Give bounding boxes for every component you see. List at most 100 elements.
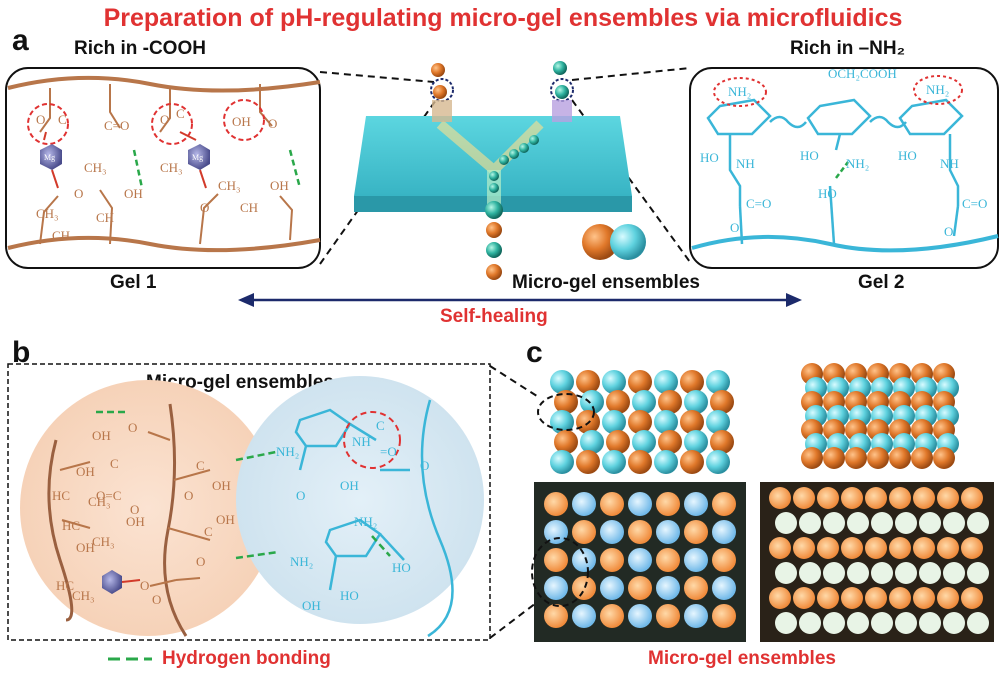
- svg-text:NH₂: NH₂: [354, 514, 377, 529]
- svg-text:HO: HO: [898, 148, 917, 163]
- mg-ion-icon: [188, 144, 210, 170]
- svg-text:O: O: [128, 420, 137, 435]
- mg-ion-icon: [102, 570, 122, 594]
- svg-text:O: O: [130, 502, 139, 517]
- microfluidic-chip: [354, 100, 632, 212]
- svg-text:HO: HO: [392, 560, 411, 575]
- svg-text:O: O: [420, 458, 429, 473]
- svg-text:NH: NH: [352, 434, 371, 449]
- svg-text:OH: OH: [340, 478, 359, 493]
- svg-text:O: O: [74, 186, 83, 201]
- gel1-label: Gel 1: [110, 272, 157, 293]
- svg-text:O: O: [184, 488, 193, 503]
- svg-text:O: O: [944, 224, 953, 239]
- figure-title: Preparation of pH-regulating micro-gel e…: [103, 4, 903, 32]
- lattice-schematic-alternating: [550, 370, 734, 474]
- svg-text:C=O: C=O: [746, 196, 771, 211]
- svg-text:C: C: [376, 418, 385, 433]
- svg-text:HO: HO: [340, 588, 359, 603]
- svg-text:HO: HO: [800, 148, 819, 163]
- svg-text:OH: OH: [92, 428, 111, 443]
- svg-text:CH: CH: [52, 228, 70, 243]
- svg-text:C: C: [58, 112, 67, 127]
- svg-text:O: O: [200, 200, 209, 215]
- svg-text:OCH₂COOH: OCH₂COOH: [828, 66, 897, 81]
- mg-ion-icon: [40, 144, 62, 170]
- svg-text:HC: HC: [62, 518, 80, 533]
- self-healing-label: Self-healing: [440, 306, 548, 327]
- svg-text:O: O: [196, 554, 205, 569]
- svg-text:NH: NH: [940, 156, 959, 171]
- dashed-circle-icon: [713, 77, 767, 107]
- dashed-circle-icon: [343, 411, 401, 469]
- dashed-circle-icon: [223, 99, 265, 141]
- dashed-circle-icon: [151, 103, 193, 145]
- gel1-heading: Rich in -COOH: [74, 38, 206, 59]
- svg-text:CH₃: CH₃: [36, 206, 59, 221]
- svg-text:O: O: [140, 578, 149, 593]
- svg-text:C: C: [110, 456, 119, 471]
- panel-a-letter: a: [12, 24, 29, 57]
- gel2-label: Gel 2: [858, 272, 905, 293]
- gel2-heading: Rich in –NH₂: [790, 38, 906, 59]
- svg-text:O: O: [730, 220, 739, 235]
- svg-text:OH: OH: [76, 464, 95, 479]
- svg-text:OH: OH: [212, 478, 231, 493]
- svg-text:OH: OH: [302, 598, 321, 613]
- svg-text:NH₂: NH₂: [846, 156, 869, 171]
- svg-text:NH₂: NH₂: [926, 82, 949, 97]
- svg-text:OH: OH: [216, 512, 235, 527]
- center-ensemble-label: Micro-gel ensembles: [512, 272, 700, 293]
- svg-text:CH₃: CH₃: [84, 160, 107, 175]
- svg-text:NH₂: NH₂: [728, 84, 751, 99]
- svg-text:O: O: [268, 116, 277, 131]
- svg-text:O: O: [160, 112, 169, 127]
- svg-text:O: O: [36, 112, 45, 127]
- svg-text:NH: NH: [736, 156, 755, 171]
- svg-text:OH: OH: [270, 178, 289, 193]
- svg-text:Mg: Mg: [192, 153, 203, 162]
- hydrogen-bond-legend-label: Hydrogen bonding: [162, 648, 331, 669]
- svg-text:HO: HO: [818, 186, 837, 201]
- svg-text:OH: OH: [124, 186, 143, 201]
- double-arrow-icon: [238, 293, 802, 307]
- dashed-circle-icon: [537, 393, 595, 431]
- photo-striped-gels: [760, 482, 994, 642]
- svg-text:CH₃: CH₃: [92, 534, 115, 549]
- dashed-circle-icon: [27, 103, 69, 145]
- panel-b-heading: Micro-gel ensembles: [146, 372, 334, 393]
- lattice-schematic-striped: [801, 363, 959, 469]
- gel2-box: NH₂ NH₂ OCH₂COOH HO NH HO NH₂ HO NH C=O …: [689, 66, 999, 269]
- svg-text:C: C: [176, 106, 185, 121]
- svg-text:C=O: C=O: [962, 196, 987, 211]
- panel-c-letter: c: [526, 336, 543, 369]
- panel-c-caption: Micro-gel ensembles: [648, 648, 836, 669]
- svg-text:CH: CH: [240, 200, 258, 215]
- svg-text:CH₃: CH₃: [218, 178, 241, 193]
- svg-text:O: O: [296, 488, 305, 503]
- panel-b-letter: b: [12, 336, 31, 369]
- svg-text:O=C: O=C: [96, 488, 121, 503]
- svg-text:CH₃: CH₃: [72, 588, 95, 603]
- svg-text:Mg: Mg: [44, 153, 55, 162]
- svg-text:C: C: [196, 458, 205, 473]
- svg-text:NH₂: NH₂: [290, 554, 313, 569]
- svg-text:OH: OH: [76, 540, 95, 555]
- svg-text:O: O: [152, 592, 161, 607]
- svg-text:CH₃: CH₃: [88, 494, 111, 509]
- svg-text:HC: HC: [52, 488, 70, 503]
- output-beads: [485, 201, 646, 280]
- svg-text:HO: HO: [700, 150, 719, 165]
- svg-text:OH: OH: [126, 514, 145, 529]
- svg-text:NH₂: NH₂: [276, 444, 299, 459]
- dashed-circle-icon: [913, 75, 963, 105]
- svg-text:C=O: C=O: [104, 118, 129, 133]
- svg-text:=O: =O: [380, 444, 397, 459]
- svg-text:OH: OH: [232, 114, 251, 129]
- photo-alternating-gels: [531, 482, 746, 642]
- svg-text:CH₃: CH₃: [160, 160, 183, 175]
- svg-text:HC: HC: [56, 578, 74, 593]
- svg-text:C: C: [204, 524, 213, 539]
